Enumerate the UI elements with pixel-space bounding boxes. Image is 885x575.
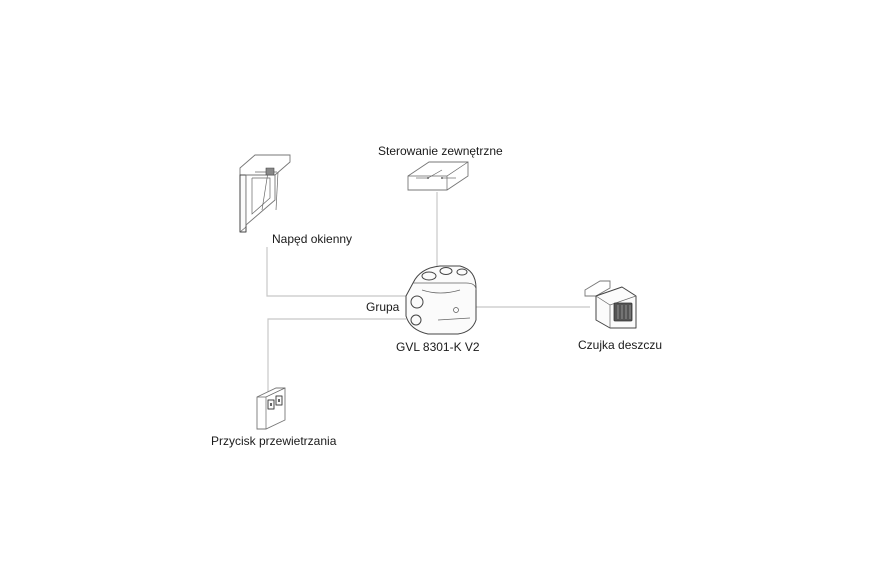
window-drive-device [239, 154, 291, 233]
label-rain-sensor: Czujka deszczu [578, 338, 663, 352]
vent-button-device [256, 387, 286, 430]
external-control-switch [407, 161, 469, 191]
label-vent-button: Przycisk przewietrzania [211, 434, 337, 448]
rain-sensor-device [584, 280, 637, 329]
wire-window-drive [266, 247, 406, 297]
label-external-control: Sterowanie zewnętrzne [378, 144, 503, 158]
controller-device [405, 265, 477, 335]
label-window-drive: Napęd okienny [272, 232, 353, 246]
connection-wires [266, 192, 590, 393]
label-controller: GVL 8301-K V2 [396, 340, 480, 354]
label-group: Grupa [366, 300, 400, 314]
wire-vent-button [267, 318, 406, 393]
